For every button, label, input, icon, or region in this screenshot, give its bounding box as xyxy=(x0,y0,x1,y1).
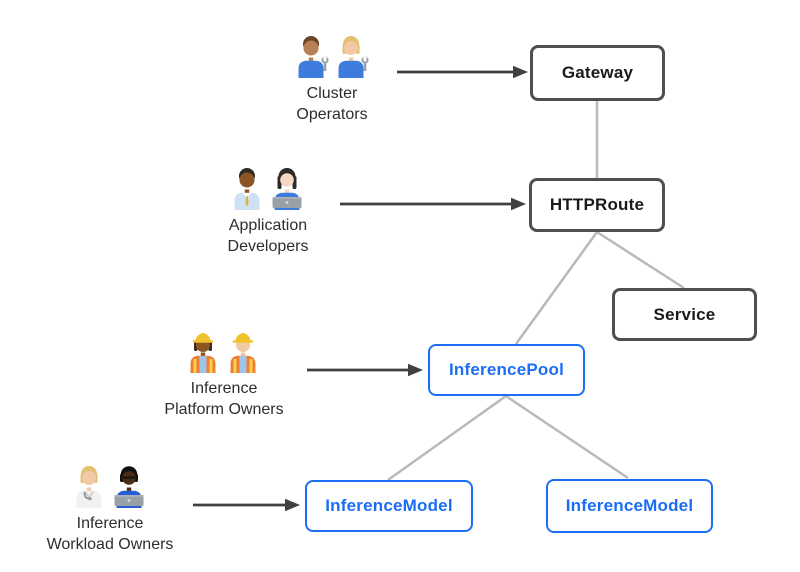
persona-inference-platform-owners-label: Inference Platform Owners xyxy=(164,380,284,418)
edge-httproute-inferencepool xyxy=(514,231,599,345)
edge-inferencepool-inferencemodel-right xyxy=(505,394,629,480)
persona-inference-workload-owners: Inference Workload Owners xyxy=(25,464,195,555)
gateway-node: Gateway xyxy=(530,45,665,101)
persona-inference-platform-owners: Inference Platform Owners xyxy=(139,329,309,420)
inferencepool-label: InferencePool xyxy=(448,360,565,379)
inferencemodel-right-node: InferenceModel xyxy=(546,479,713,533)
mechanics-pair-emoji xyxy=(298,36,369,78)
construction-workers-pair-emoji xyxy=(190,333,256,373)
service-label: Service xyxy=(653,304,716,324)
persona-cluster-operators-label: Cluster Operators xyxy=(296,85,368,123)
httproute-node: HTTPRoute xyxy=(529,178,665,232)
httproute-label: HTTPRoute xyxy=(549,195,645,214)
inferencepool-node: InferencePool xyxy=(428,344,585,396)
gateway-label: Gateway xyxy=(561,63,634,82)
persona-inference-workload-owners-label: Inference Workload Owners xyxy=(46,515,174,553)
inferencemodel-left-node: InferenceModel xyxy=(305,480,473,532)
arrowhead-gateway xyxy=(513,65,528,79)
arrowhead-inferencepool xyxy=(408,363,423,377)
edge-inferencepool-inferencemodel-left xyxy=(387,394,507,482)
arrowhead-httproute xyxy=(511,197,526,211)
office-worker-and-technologist-pair-emoji xyxy=(234,168,302,210)
persona-cluster-operators: Cluster Operators xyxy=(247,34,417,125)
inferencemodel-left-label: InferenceModel xyxy=(325,496,453,515)
service-node: Service xyxy=(612,288,757,341)
persona-application-developers: Application Developers xyxy=(183,166,353,257)
persona-application-developers-label: Application Developers xyxy=(227,217,309,255)
arrowhead-inferencemodel xyxy=(285,498,300,512)
health-worker-and-technologist-pair-emoji xyxy=(76,466,144,508)
inferencemodel-right-label: InferenceModel xyxy=(565,496,694,515)
edge-httproute-service xyxy=(596,230,685,290)
